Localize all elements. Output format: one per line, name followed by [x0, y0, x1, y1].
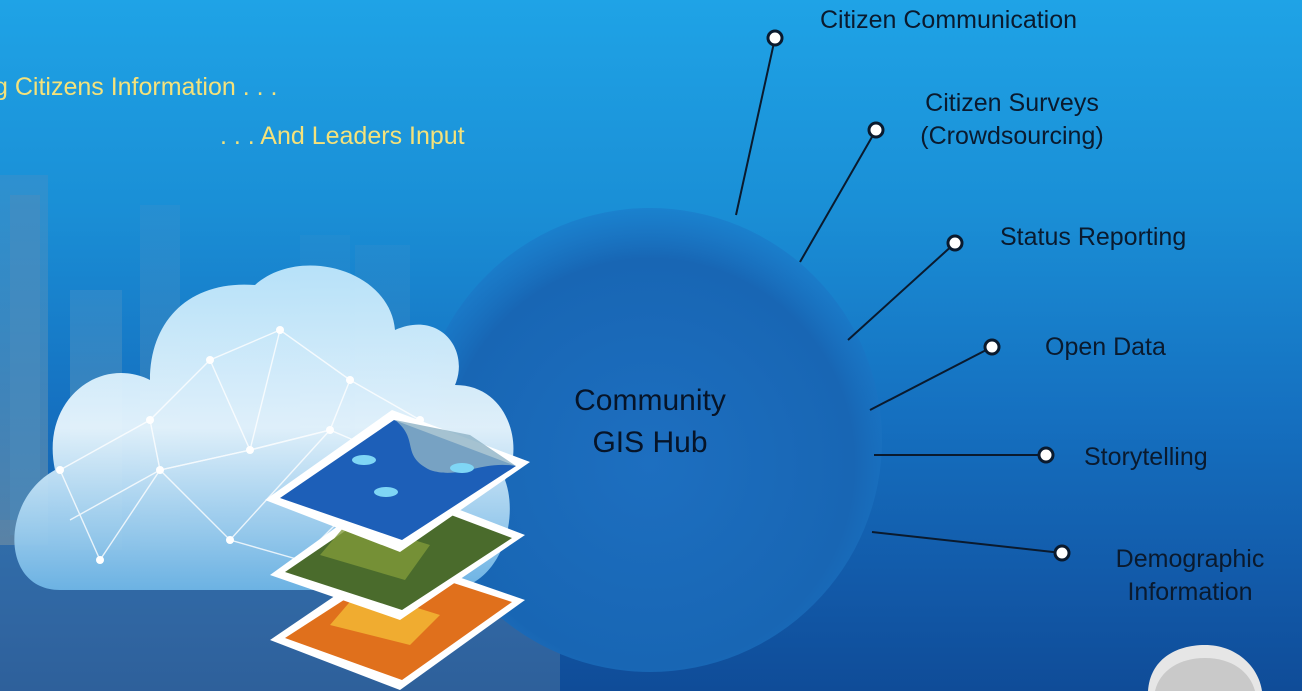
spoke-label-citizen-surveys: Citizen Surveys (Crowdsourcing): [912, 87, 1112, 153]
spoke-label-citizen-communication: Citizen Communication: [820, 6, 1078, 34]
node-citizen-communication: [766, 29, 784, 47]
node-open-data: [983, 338, 1001, 356]
node-demographic-information: [1053, 544, 1071, 562]
connector-status-reporting: [847, 242, 956, 341]
spoke-label-storytelling: Storytelling: [1084, 443, 1208, 471]
header-line-2: . . . And Leaders Input: [220, 122, 465, 150]
connector-open-data: [869, 346, 993, 411]
spoke-label-demographic-line-2: Information: [1127, 578, 1253, 606]
map-layers-icon: [265, 410, 530, 690]
connector-demographic-information: [871, 531, 1063, 554]
connector-lines: [735, 37, 1063, 554]
spoke-label-demographic-information: Demographic Information: [1080, 543, 1300, 609]
connector-nodes: [766, 29, 1071, 562]
spoke-label-status-reporting: Status Reporting: [1000, 223, 1187, 251]
spoke-label-citizen-surveys-line-2: (Crowdsourcing): [920, 122, 1104, 150]
connector-citizen-communication: [735, 37, 776, 216]
hub-label-line-2: GIS Hub: [592, 426, 708, 459]
spoke-label-open-data: Open Data: [1045, 333, 1166, 361]
node-storytelling: [1037, 446, 1055, 464]
connector-citizen-surveys: [799, 129, 877, 263]
header-line-1: g Citizens Information . . .: [0, 73, 278, 101]
node-citizen-surveys: [867, 121, 885, 139]
person-photo: [1148, 645, 1262, 691]
hub-label: Community GIS Hub: [540, 380, 760, 464]
spoke-label-demographic-line-1: Demographic: [1115, 545, 1265, 573]
spoke-label-citizen-surveys-line-1: Citizen Surveys: [925, 89, 1099, 117]
hub-label-line-1: Community: [574, 384, 726, 417]
node-status-reporting: [946, 234, 964, 252]
hub-circle: [418, 208, 882, 672]
